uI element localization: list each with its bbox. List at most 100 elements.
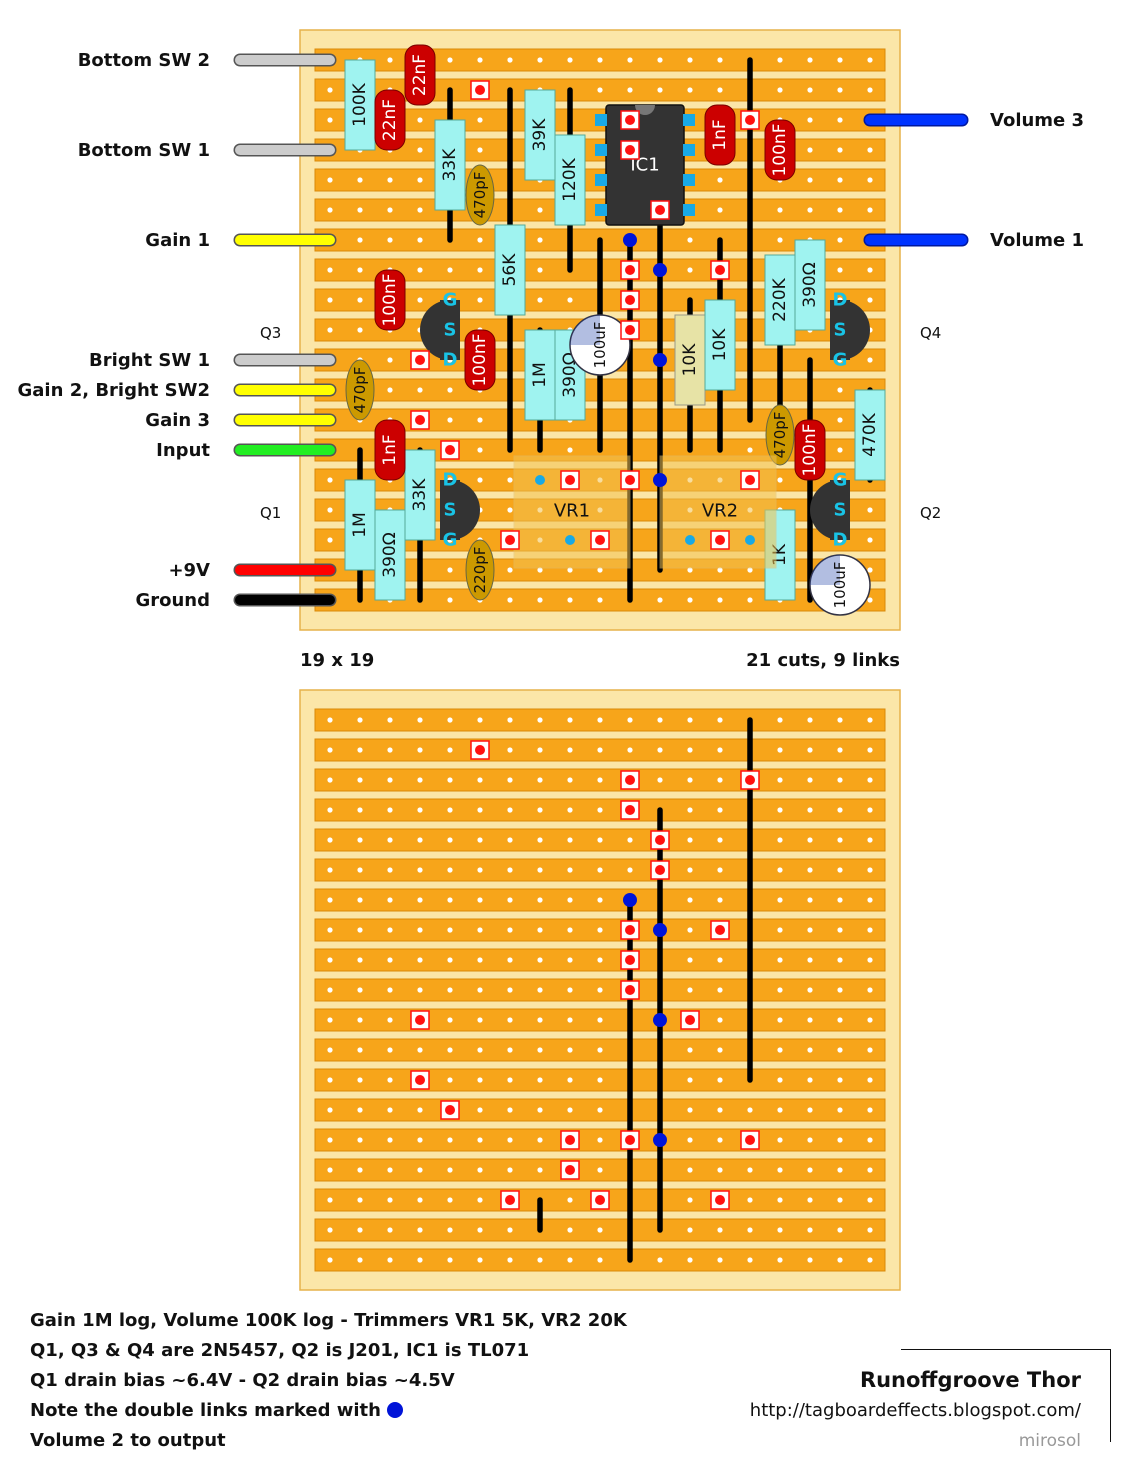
film-cap-1nf-a-label: 1nF xyxy=(710,119,730,150)
strip-hole xyxy=(567,897,573,903)
strip-hole xyxy=(477,117,483,123)
strip-hole xyxy=(597,1227,603,1233)
strip-hole xyxy=(567,747,573,753)
strip-hole xyxy=(657,57,663,63)
strip-hole xyxy=(747,597,753,603)
strip-hole xyxy=(357,1197,363,1203)
strip-hole xyxy=(837,987,843,993)
transistor-q2-pin: G xyxy=(833,470,848,491)
strip-cut-dot xyxy=(505,535,515,545)
strip-hole xyxy=(867,507,873,513)
strip-hole xyxy=(837,717,843,723)
strip-hole xyxy=(717,1107,723,1113)
strip-hole xyxy=(867,777,873,783)
strip-hole xyxy=(837,747,843,753)
wire-label-gain-3: Gain 3 xyxy=(145,410,210,431)
strip-hole xyxy=(867,567,873,573)
resistor-390-c-label: 390Ω xyxy=(380,532,400,577)
strip-hole xyxy=(837,1077,843,1083)
strip-hole xyxy=(477,1047,483,1053)
strip-hole xyxy=(837,777,843,783)
strip-hole xyxy=(537,717,543,723)
strip-hole xyxy=(537,897,543,903)
strip-hole xyxy=(657,747,663,753)
strip-hole xyxy=(777,717,783,723)
strip-hole xyxy=(867,747,873,753)
strip-cut-dot xyxy=(415,415,425,425)
resistor-33k-b xyxy=(404,449,436,541)
transistor-q2-pin: S xyxy=(834,500,847,521)
strip-hole xyxy=(837,57,843,63)
strip-hole xyxy=(387,177,393,183)
strip-hole xyxy=(537,57,543,63)
strip-cut-dot xyxy=(625,475,635,485)
strip-hole xyxy=(867,147,873,153)
strip-hole xyxy=(717,87,723,93)
strip-hole xyxy=(687,927,693,933)
strip-cut-dot xyxy=(715,1195,725,1205)
film-cap-1nf-b-label: 1nF xyxy=(380,434,400,465)
strip-hole xyxy=(537,1167,543,1173)
strip-hole xyxy=(387,927,393,933)
strip-hole xyxy=(387,987,393,993)
board-bottom-view xyxy=(299,689,901,1291)
strip-hole xyxy=(837,267,843,273)
credit-url[interactable]: http://tagboardeffects.blogspot.com/ xyxy=(749,1400,1081,1421)
strip-hole xyxy=(477,1167,483,1173)
strip-hole xyxy=(477,1017,483,1023)
strip-hole xyxy=(477,1137,483,1143)
strip-hole xyxy=(567,717,573,723)
strip-hole xyxy=(717,1257,723,1263)
transistor-label-q2: Q2 xyxy=(920,504,942,522)
strip-hole xyxy=(837,1167,843,1173)
strip-hole xyxy=(597,867,603,873)
strip-hole xyxy=(687,987,693,993)
strip-hole xyxy=(327,1227,333,1233)
strip-hole xyxy=(597,777,603,783)
strip-hole xyxy=(837,387,843,393)
strip-hole xyxy=(867,867,873,873)
strip-hole xyxy=(627,747,633,753)
strip-hole xyxy=(447,747,453,753)
strip-hole xyxy=(867,957,873,963)
wire-label-bottom-sw-2: Bottom SW 2 xyxy=(77,50,210,71)
strip-hole xyxy=(717,807,723,813)
strip-hole xyxy=(327,267,333,273)
strip-hole xyxy=(387,747,393,753)
strip-hole xyxy=(537,1077,543,1083)
strip-hole xyxy=(357,927,363,933)
strip-hole xyxy=(327,477,333,483)
strip-hole xyxy=(507,747,513,753)
strip-hole xyxy=(567,1257,573,1263)
note-double-links-text: Note the double links marked with xyxy=(30,1400,381,1421)
transistor-q3-pin: G xyxy=(443,290,458,311)
strip-hole xyxy=(417,867,423,873)
strip-hole xyxy=(357,1227,363,1233)
strip-cut-dot xyxy=(625,325,635,335)
strip-hole xyxy=(567,777,573,783)
strip-hole xyxy=(417,957,423,963)
strip-hole xyxy=(327,867,333,873)
film-cap-100nf-b xyxy=(374,269,406,331)
strip-hole xyxy=(447,1197,453,1203)
strip-hole xyxy=(447,57,453,63)
strip-hole xyxy=(657,777,663,783)
wire-label-volume-3: Volume 3 xyxy=(990,110,1085,131)
wire-label-bottom-sw-1: Bottom SW 1 xyxy=(77,140,210,161)
strip-hole xyxy=(837,1017,843,1023)
strip-hole xyxy=(387,1137,393,1143)
strip-hole xyxy=(837,957,843,963)
strip-hole xyxy=(507,807,513,813)
strip-hole xyxy=(507,597,513,603)
resistor-10k-b-label: 10K xyxy=(710,328,730,362)
transistor-q2-pin: D xyxy=(833,530,848,551)
strip-hole xyxy=(597,87,603,93)
strip-hole xyxy=(357,1167,363,1173)
film-cap-100nf-b-label: 100nF xyxy=(380,273,400,326)
strip-hole xyxy=(447,1017,453,1023)
resistor-1m-b-label: 1M xyxy=(350,512,370,537)
strip-cut-dot xyxy=(655,835,665,845)
strip-hole xyxy=(417,987,423,993)
ic1-notch xyxy=(635,105,655,115)
electrolytic-cap-100uf-a-polarity xyxy=(570,315,600,345)
